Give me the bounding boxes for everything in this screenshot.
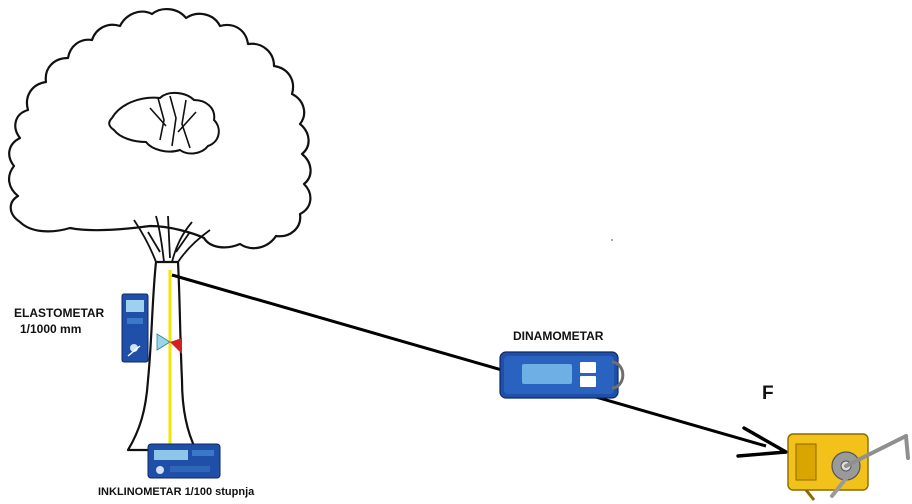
- elastometer-label: ELASTOMETAR: [14, 306, 105, 320]
- pulling-cable: [171, 273, 767, 448]
- elastometer-device-icon: [121, 293, 149, 363]
- winch-icon: [787, 433, 910, 501]
- force-arrow-head: [736, 426, 788, 458]
- crown-branches-icon: [149, 95, 197, 149]
- trunk-branches-icon: [133, 215, 211, 263]
- dynamometer-label: DINAMOMETAR: [513, 329, 604, 343]
- inclinometer-device-icon: [147, 443, 221, 479]
- marker-red-icon: [170, 338, 182, 354]
- stray-dot: [611, 239, 613, 241]
- force-label: F: [762, 383, 774, 404]
- elastometer-resolution-label: 1/1000 mm: [20, 322, 82, 336]
- dynamometer-device-icon: [499, 351, 625, 399]
- marker-cyan-icon: [156, 333, 171, 351]
- inclinometer-label: INKLINOMETAR 1/100 stupnja: [98, 486, 255, 498]
